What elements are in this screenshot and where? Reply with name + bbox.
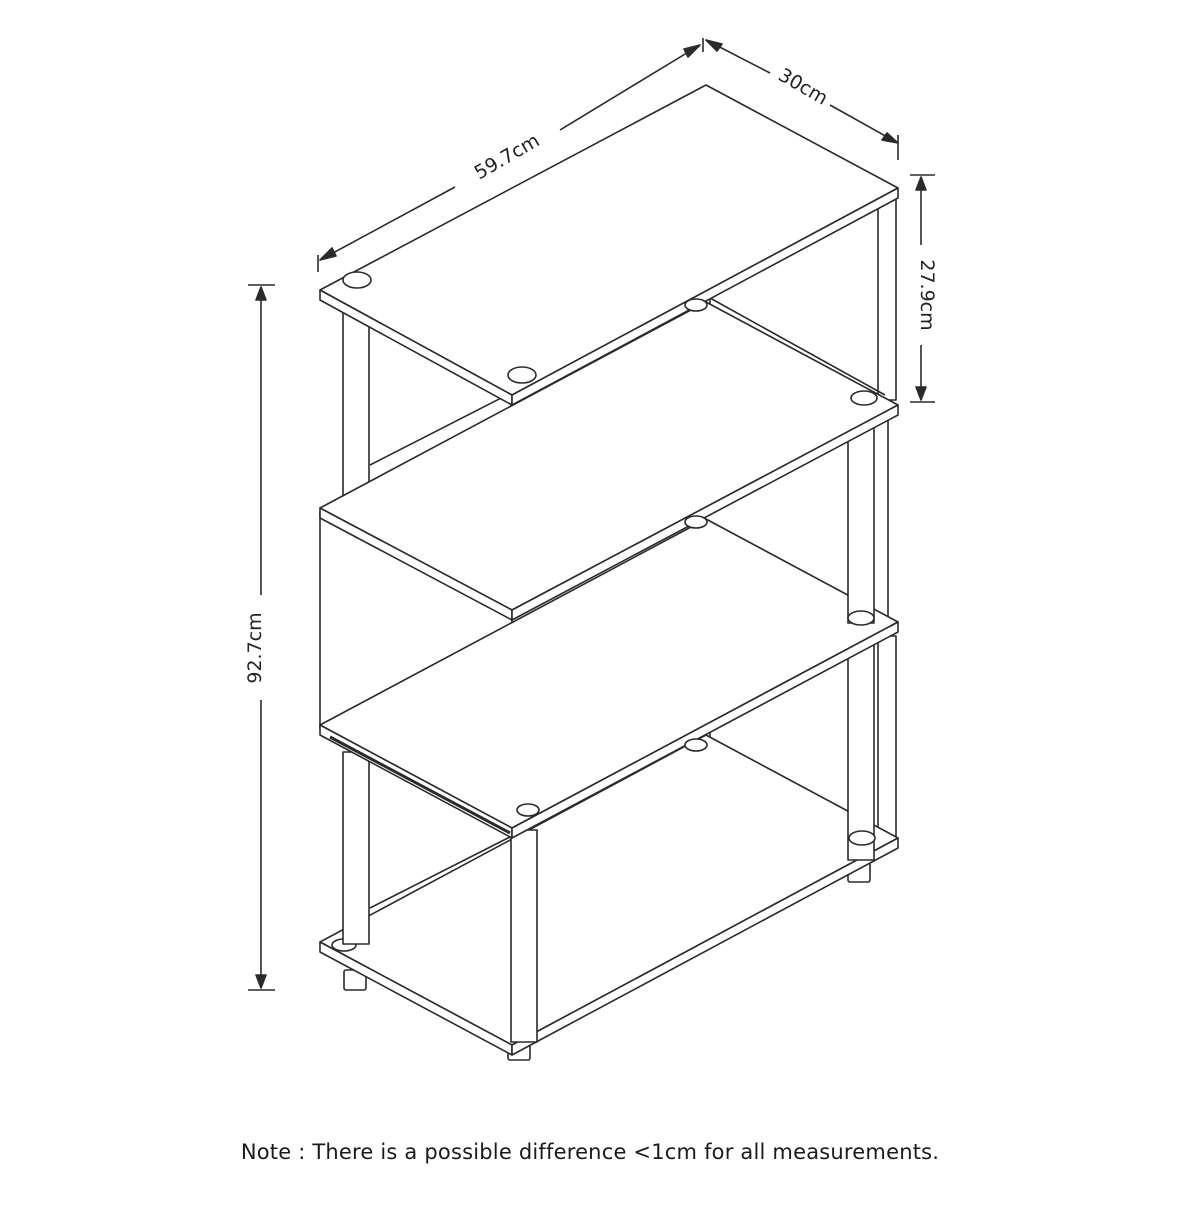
post-lower-front-right [847, 627, 875, 861]
post-cap-right [847, 610, 875, 626]
dimension-total-height-label: 92.7cm [244, 612, 266, 683]
post-lower-front-left [342, 751, 370, 945]
dimension-depth-label: 30cm [774, 64, 831, 110]
dimension-width [317, 38, 704, 272]
shelf-2 [319, 301, 899, 752]
top-shelf [319, 84, 899, 846]
dimension-depth [705, 39, 899, 160]
post-upper-front-left [342, 304, 370, 506]
dimension-total-height [248, 284, 275, 991]
dimension-shelf-gap [910, 174, 935, 403]
dimension-width-label: 59.7cm [471, 129, 544, 184]
post-lower-front-center [510, 829, 538, 1043]
dimension-shelf-gap-label: 27.9cm [916, 259, 938, 330]
shelf-3 [319, 518, 899, 839]
measurement-note: Note : There is a possible difference <1… [240, 1140, 940, 1164]
post-upper-front-right [847, 407, 875, 624]
